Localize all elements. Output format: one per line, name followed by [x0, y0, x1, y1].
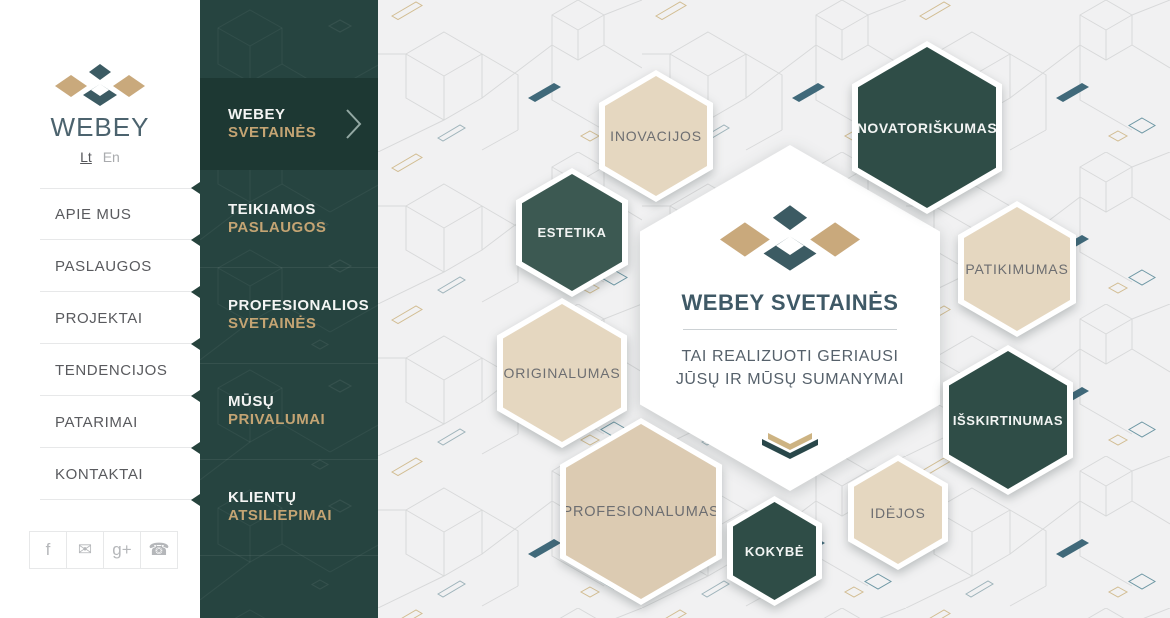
hexagon-novatoriskumas[interactable]: NOVATORIŠKUMAS	[852, 41, 1002, 214]
hexagon-label: PATIKIMUMAS	[965, 261, 1069, 277]
submenu-divider	[200, 363, 378, 364]
divider-arrow	[191, 338, 200, 350]
hexagon-label: INOVACIJOS	[610, 128, 702, 144]
brand-name: WEBEY	[50, 112, 150, 142]
hexagon-label: ORIGINALUMAS	[503, 365, 621, 381]
hero-divider	[683, 329, 897, 330]
hexagon-estetika[interactable]: ESTETIKA	[516, 168, 628, 297]
submenu-divider	[200, 555, 378, 556]
hexagon-originalumas[interactable]: ORIGINALUMAS	[497, 298, 627, 448]
lang-en-link[interactable]: En	[102, 149, 120, 165]
nav-item-apie-mus[interactable]: APIE MUS	[0, 188, 200, 240]
hexagon-label: ESTETIKA	[537, 225, 607, 240]
hexagon-label: KOKYBĖ	[744, 543, 805, 559]
social-links: f ✉ g+ ☎	[29, 531, 178, 569]
submenu-line1: WEBEY	[228, 106, 286, 123]
nav-item-kontaktai[interactable]: KONTAKTAI	[0, 448, 200, 500]
email-icon[interactable]: ✉	[66, 531, 104, 569]
scroll-down-chevron-icon[interactable]	[760, 429, 820, 459]
divider-arrow	[191, 442, 200, 454]
hexagon-idejos[interactable]: IDĖJOS	[848, 455, 948, 570]
submenu-line2: PASLAUGOS	[228, 218, 327, 236]
hexagon-profesionalumas[interactable]: PROFESIONALUMAS	[560, 418, 722, 605]
submenu-line2: ATSILIEPIMAI	[228, 507, 333, 524]
nav-item-paslaugos[interactable]: PASLAUGOS	[0, 240, 200, 292]
secondary-sidebar: WEBEY SVETAINĖS TEIKIAMOS PASLAUGOS PROF…	[200, 0, 378, 618]
submenu-line2: SVETAINĖS	[228, 124, 317, 141]
phone-icon[interactable]: ☎	[140, 531, 178, 569]
language-switch: Lt En	[0, 149, 200, 165]
submenu-line2: SVETAINĖS	[228, 315, 317, 332]
hexagon-label: IŠSKIRTINUMAS	[952, 412, 1064, 428]
hero-subtitle-line1: TAI REALIZUOTI GERIAUSI	[681, 348, 899, 365]
hero-subtitle-line2: JŪSŲ IR MŪSŲ SUMANYMAI	[675, 371, 905, 388]
submenu-item-webey-svetaines[interactable]: WEBEY SVETAINĖS	[200, 78, 378, 170]
main-nav: APIE MUS PASLAUGOS PROJEKTAI TENDENCIJOS…	[0, 188, 200, 500]
submenu-line1: PROFESIONALIOS	[228, 297, 370, 314]
webey-logo[interactable]: WEBEY	[0, 64, 200, 143]
hero-subtitle: TAI REALIZUOTI GERIAUSI JŪSŲ IR MŪSŲ SUM…	[676, 345, 904, 391]
submenu-item-musu-privalumai[interactable]: MŪSŲ PRIVALUMAI	[200, 363, 378, 459]
submenu-line2: PRIVALUMAI	[228, 411, 326, 428]
divider-arrow	[191, 182, 200, 194]
hexagon-isskirtinumas[interactable]: IŠSKIRTINUMAS	[943, 345, 1073, 495]
webey-logo-icon	[55, 64, 145, 106]
hexagon-label: NOVATORIŠKUMAS	[856, 119, 998, 136]
submenu-line1: KLIENTŲ	[228, 489, 297, 506]
hexagon-patikimumas[interactable]: PATIKIMUMAS	[958, 201, 1076, 337]
hero-hexagon: WEBEY SVETAINĖS TAI REALIZUOTI GERIAUSI …	[640, 145, 940, 491]
submenu-line1: MŪSŲ	[228, 393, 275, 410]
divider-arrow	[191, 234, 200, 246]
submenu-divider	[200, 267, 378, 268]
nav-item-projektai[interactable]: PROJEKTAI	[0, 292, 200, 344]
submenu-divider	[200, 459, 378, 460]
nav-item-tendencijos[interactable]: TENDENCIJOS	[0, 344, 200, 396]
hexagon-kokybe[interactable]: KOKYBĖ	[727, 496, 822, 606]
webey-logo-icon-large	[720, 205, 860, 271]
divider-arrow	[191, 286, 200, 298]
nav-item-patarimai[interactable]: PATARIMAI	[0, 396, 200, 448]
main-content: INOVACIJOS NOVATORIŠKUMAS ESTETIKA PATIK…	[378, 0, 1170, 618]
submenu-item-klientu-atsiliepimai[interactable]: KLIENTŲ ATSILIEPIMAI	[200, 459, 378, 555]
submenu-line1: TEIKIAMOS	[228, 200, 316, 218]
primary-sidebar: WEBEY Lt En APIE MUS PASLAUGOS PROJEKTAI…	[0, 0, 200, 618]
divider-arrow	[191, 494, 200, 506]
google-plus-icon[interactable]: g+	[103, 531, 141, 569]
lang-lt-link[interactable]: Lt	[80, 149, 92, 165]
submenu-item-teikiamos-paslaugos[interactable]: TEIKIAMOS PASLAUGOS	[200, 170, 378, 267]
submenu-item-profesionalios-svetaines[interactable]: PROFESIONALIOS SVETAINĖS	[200, 267, 378, 363]
hexagon-inovacijos[interactable]: INOVACIJOS	[599, 70, 713, 202]
divider-arrow	[191, 390, 200, 402]
hexagon-label: IDĖJOS	[870, 504, 926, 521]
facebook-icon[interactable]: f	[29, 531, 67, 569]
chevron-right-icon	[346, 109, 362, 139]
hero-title: WEBEY SVETAINĖS	[681, 290, 899, 315]
hexagon-label: PROFESIONALUMAS	[562, 503, 720, 520]
